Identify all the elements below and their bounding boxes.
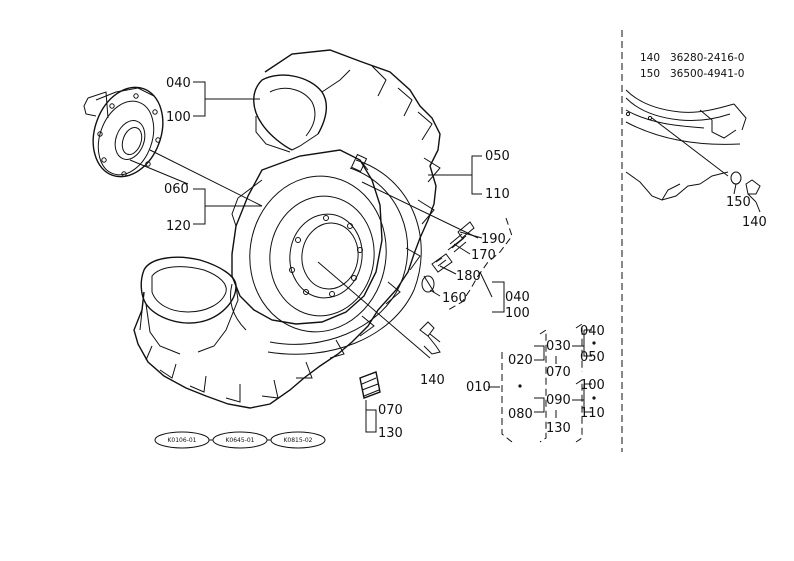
callout-100-right: 100 xyxy=(505,306,530,321)
tree-node-040: 040 xyxy=(580,324,605,339)
callout-040-top: 040 xyxy=(166,76,191,91)
tree-node-050: 050 xyxy=(580,350,605,365)
detail-callout-150: 150 xyxy=(726,195,751,210)
model-code-3: K0815-02 xyxy=(283,437,312,444)
callout-labels: 040 100 060 120 050 110 190 170 180 160 … xyxy=(164,76,530,441)
tree-node-090: 090 xyxy=(546,393,571,408)
model-codes: K0106-01 K0645-01 K0815-02 xyxy=(154,431,326,449)
assembly-tree xyxy=(488,323,596,443)
parts-table-ref-150: 150 xyxy=(640,68,660,80)
tree-node-030: 030 xyxy=(546,339,571,354)
callout-120: 120 xyxy=(166,219,191,234)
parts-table-ref-140: 140 xyxy=(640,52,660,64)
model-code-2: K0645-01 xyxy=(225,437,254,444)
tree-node-080: 080 xyxy=(508,407,533,422)
callout-130: 130 xyxy=(378,426,403,441)
tree-node-020: 020 xyxy=(508,353,533,368)
detail-callout-140: 140 xyxy=(742,215,767,230)
tire-wheel-drawing xyxy=(133,49,441,409)
callout-070: 070 xyxy=(378,403,403,418)
valve-parts-drawing xyxy=(419,221,475,355)
callout-190: 190 xyxy=(481,232,506,247)
callout-160: 160 xyxy=(442,291,467,306)
callout-060: 060 xyxy=(164,182,189,197)
callout-100-top: 100 xyxy=(166,110,191,125)
tree-node-100: 100 xyxy=(580,378,605,393)
tree-node-130: 130 xyxy=(546,421,571,436)
callout-170: 170 xyxy=(471,248,496,263)
callout-040-right: 040 xyxy=(505,290,530,305)
hub-flange-drawing xyxy=(83,86,164,178)
tree-node-110: 110 xyxy=(580,406,605,421)
tree-node-070: 070 xyxy=(546,365,571,380)
tree-labels: 010 020 080 030 070 090 130 040 050 100 … xyxy=(466,324,605,436)
label-sticker-drawing xyxy=(359,371,381,399)
callout-050: 050 xyxy=(485,149,510,164)
tree-node-010: 010 xyxy=(466,380,491,395)
detail-inset: 150 140 140 36280-2416-0 150 36500-4941-… xyxy=(621,30,767,452)
callout-110: 110 xyxy=(485,187,510,202)
parts-table-part-150: 36500-4941-0 xyxy=(670,68,744,80)
model-code-1: K0106-01 xyxy=(167,437,196,444)
parts-table-part-140: 36280-2416-0 xyxy=(670,52,744,64)
leader-lines xyxy=(129,81,513,433)
callout-140: 140 xyxy=(420,373,445,388)
callout-180: 180 xyxy=(456,269,481,284)
